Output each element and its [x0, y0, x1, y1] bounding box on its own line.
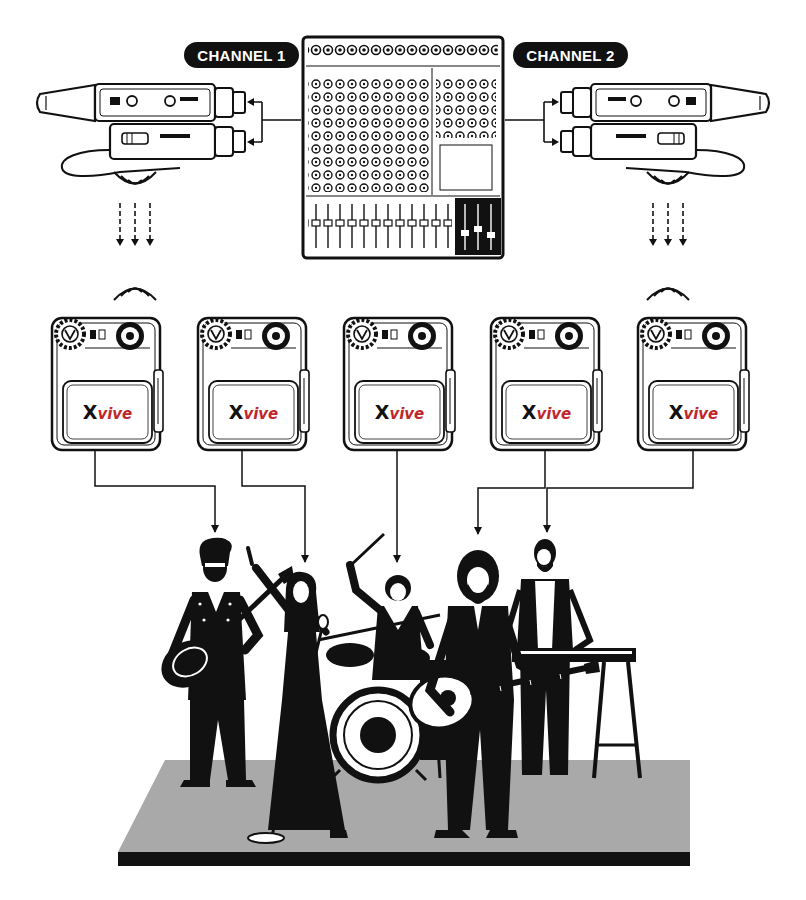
channel-label: CHANNEL 2 — [513, 42, 628, 68]
singer — [248, 548, 348, 843]
transmitter-left — [37, 84, 301, 176]
channel-text: CHANNEL 1 — [197, 47, 285, 64]
transmitter-right — [505, 84, 769, 176]
keyboardist — [505, 539, 640, 778]
brand-logo-text: Xvive — [522, 401, 572, 423]
mixing-console — [303, 37, 503, 258]
channel-text: CHANNEL 2 — [526, 47, 614, 64]
guitarist — [153, 538, 294, 787]
brand-logo-text: Xvive — [375, 401, 425, 423]
receiver-logo: Xvive — [359, 385, 440, 439]
channel-label: CHANNEL 1 — [184, 42, 299, 68]
acoustic-guitarist — [404, 550, 600, 838]
receiver-logo: Xvive — [506, 385, 587, 439]
receiver-logo: Xvive — [653, 385, 734, 439]
receiver-logo: Xvive — [213, 385, 294, 439]
receiver-logo: Xvive — [67, 385, 148, 439]
brand-logo-text: Xvive — [229, 401, 279, 423]
brand-logo-text: Xvive — [83, 401, 133, 423]
receiver-units — [52, 318, 749, 450]
wireless-signal — [114, 172, 689, 300]
wire-lines — [95, 451, 693, 562]
drummer — [318, 534, 450, 780]
brand-logo-text: Xvive — [669, 401, 719, 423]
